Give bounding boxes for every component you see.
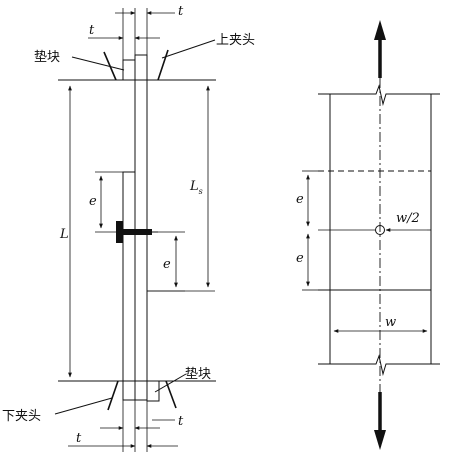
spacer-label-top: 垫块	[34, 49, 60, 65]
fastener-shank	[116, 229, 152, 235]
offset-strip	[122, 171, 136, 401]
down-load-arrow-head	[374, 430, 386, 450]
Ls-label: Ls	[189, 179, 203, 196]
right-front-view: e e w/2 w	[296, 20, 440, 450]
fastener-hole	[375, 225, 385, 235]
bottom-clamp-leader	[54, 397, 113, 415]
bottom-break-line	[318, 354, 440, 376]
bottom-t-label-right: t	[178, 414, 184, 429]
top-break-line	[318, 84, 440, 106]
top-clamp-leader	[161, 39, 216, 59]
top-clamp-jaw-right	[157, 49, 169, 81]
bottom-clamp-jaw-right	[165, 380, 177, 409]
right-e-lower-label: e	[296, 251, 304, 266]
bottom-spacer-block	[146, 380, 160, 402]
top-t-label-right: t	[178, 4, 184, 19]
up-load-arrow-head	[374, 20, 386, 40]
e-lower-label: e	[163, 257, 171, 272]
width-label: w	[385, 315, 396, 330]
top-spacer-block	[122, 59, 136, 81]
L-label: L	[59, 227, 69, 242]
right-e-upper-label: e	[296, 192, 304, 207]
top-clamp-label: 上夹头	[216, 33, 255, 48]
spacer-leader-top	[71, 56, 125, 71]
half-width-label: w/2	[396, 211, 420, 226]
main-strip	[134, 54, 148, 401]
bottom-t-label-left: t	[76, 431, 82, 446]
top-t-label-left: t	[89, 23, 95, 38]
left-side-view: t t 垫块 上夹头 L Ls e e t t	[2, 4, 255, 452]
spacer-leader-bottom	[154, 373, 187, 393]
spacer-label-bottom: 垫块	[185, 366, 211, 382]
bottom-clamp-jaw-left	[107, 380, 119, 411]
bottom-clamp-label: 下夹头	[2, 409, 41, 424]
e-upper-label: e	[89, 194, 97, 209]
